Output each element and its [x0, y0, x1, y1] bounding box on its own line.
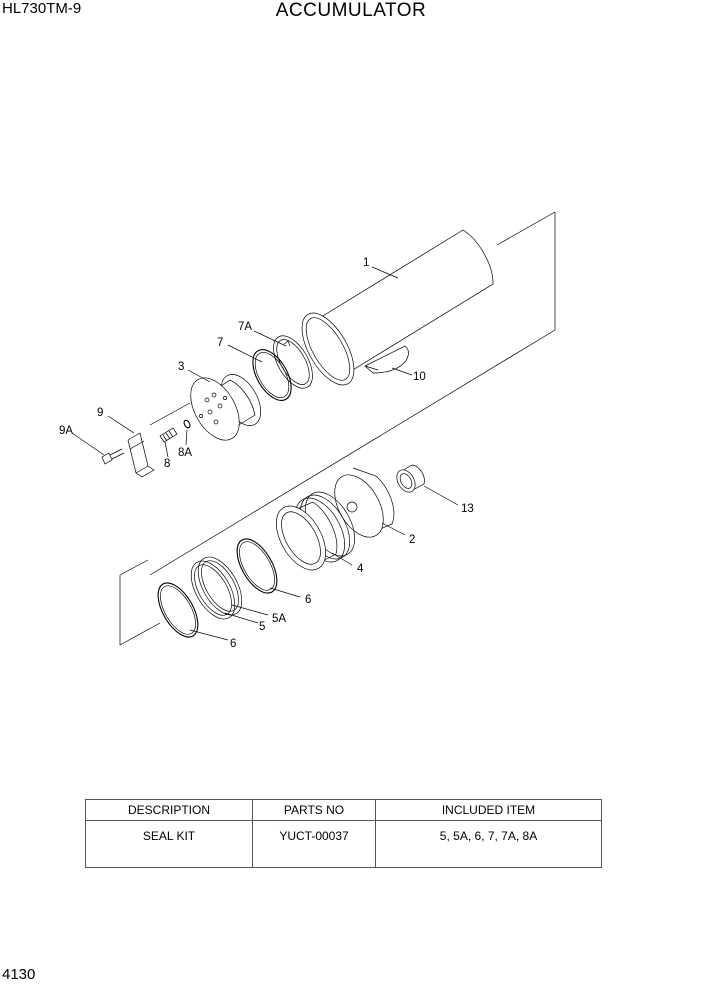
part-5-seal-rings	[190, 556, 243, 620]
callout-3: 3	[178, 361, 184, 373]
part-1-cylinder-tube	[301, 229, 494, 386]
table-header-row: DESCRIPTION PARTS NO INCLUDED ITEM	[85, 799, 602, 821]
callout-9a: 9A	[59, 425, 73, 437]
part-8a-small-o-ring	[183, 419, 191, 429]
column-header-description: DESCRIPTION	[85, 799, 253, 821]
cell-description: SEAL KIT	[85, 820, 253, 868]
column-header-parts-no: PARTS NO	[252, 799, 376, 821]
page-title: ACCUMULATOR	[275, 0, 427, 21]
callout-7a: 7A	[238, 321, 252, 333]
callout-6-lower: 6	[230, 638, 236, 650]
callout-5a: 5A	[272, 613, 286, 625]
callout-8a: 8A	[178, 447, 192, 459]
cell-parts-no: YUCT-00037	[252, 820, 376, 868]
model-label: HL730TM-9	[2, 0, 82, 17]
part-6-o-ring-lower	[157, 582, 199, 638]
column-header-included-item: INCLUDED ITEM	[375, 799, 602, 821]
cell-included-item: 5, 5A, 6, 7, 7A, 8A	[375, 820, 602, 868]
part-3-end-cap	[190, 374, 262, 441]
callout-8: 8	[164, 458, 170, 470]
callout-5: 5	[259, 621, 265, 633]
leader-lines	[71, 266, 459, 641]
page-number: 4130	[2, 966, 36, 983]
part-9a-bolt	[101, 448, 125, 465]
callout-7: 7	[217, 337, 223, 349]
callout-4: 4	[357, 563, 364, 575]
part-8-fitting	[159, 427, 178, 443]
callout-1: 1	[363, 257, 369, 269]
part-9-bracket	[127, 432, 155, 478]
part-7-o-ring	[252, 349, 292, 401]
table-row: SEAL KIT YUCT-00037 5, 5A, 6, 7, 7A, 8A	[85, 820, 602, 868]
callout-10: 10	[413, 371, 426, 383]
callout-6-upper: 6	[305, 594, 311, 606]
part-2-piston	[334, 467, 395, 538]
seal-kit-table: DESCRIPTION PARTS NO INCLUDED ITEM SEAL …	[85, 799, 602, 868]
part-4-seal-assembly	[276, 491, 355, 571]
part-13-plug	[396, 464, 425, 493]
part-6-o-ring-upper	[236, 538, 278, 594]
callout-2: 2	[409, 534, 415, 546]
callout-9: 9	[97, 407, 103, 419]
assembly-frame	[119, 211, 556, 646]
part-10-name-plate	[364, 345, 409, 374]
callout-13: 13	[461, 503, 474, 515]
